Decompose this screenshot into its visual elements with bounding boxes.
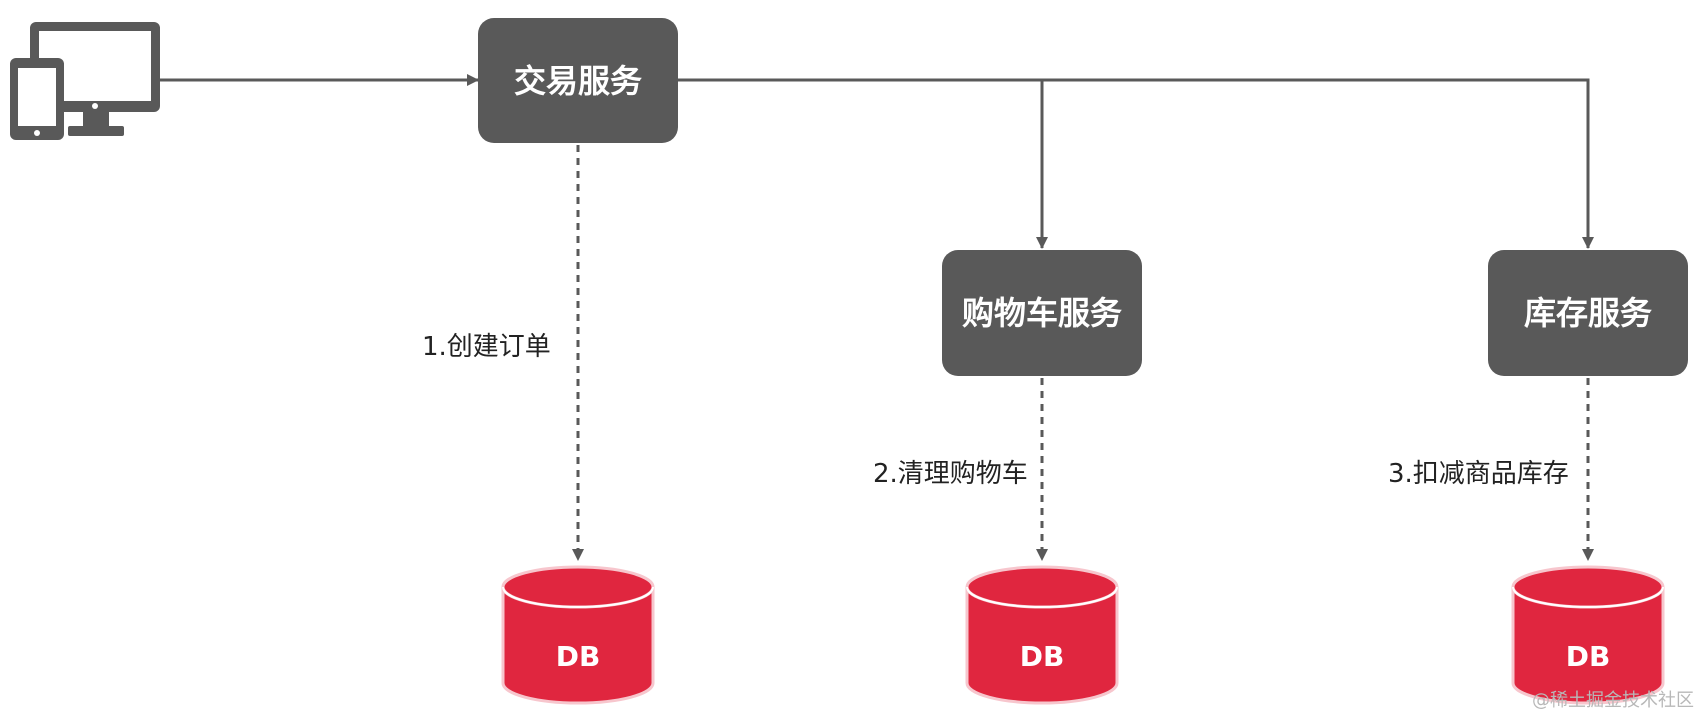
database-label-1: DB (556, 640, 601, 673)
trade-service-box: 交易服务 (478, 18, 678, 143)
database-cylinder-2: DB (965, 565, 1119, 705)
step-deduct-stock-label: 3.扣减商品库存 (1388, 459, 1569, 489)
database-cylinder-1: DB (501, 565, 655, 705)
inventory-service-box: 库存服务 (1488, 250, 1688, 376)
trade-service-label: 交易服务 (514, 62, 642, 100)
cart-service-box: 购物车服务 (942, 250, 1142, 376)
inventory-service-label: 库存服务 (1524, 294, 1652, 332)
database-cylinder-3: DB (1511, 565, 1665, 705)
trade-fanout-connector (678, 78, 1594, 249)
devices-icon (10, 22, 160, 140)
database-label-2: DB (1020, 640, 1065, 673)
step-clear-cart-label: 2.清理购物车 (873, 459, 1028, 489)
step-create-order-label: 1.创建订单 (422, 332, 551, 362)
watermark-text: @稀土掘金技术社区 (1532, 690, 1694, 711)
cart-service-label: 购物车服务 (962, 294, 1122, 332)
database-label-3: DB (1566, 640, 1611, 673)
